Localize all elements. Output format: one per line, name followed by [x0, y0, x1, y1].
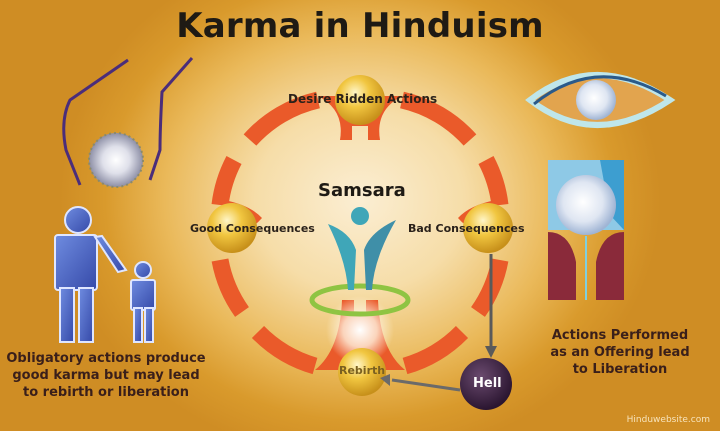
watermark: Hinduwebsite.com — [626, 415, 710, 425]
arrow-to-hell-icon — [485, 254, 497, 358]
orb-bottom — [338, 348, 386, 396]
page-title: Karma in Hinduism — [176, 6, 544, 46]
human-figure-icon — [309, 207, 411, 317]
caption-obligatory-actions: Obligatory actions produce good karma bu… — [6, 351, 206, 400]
arrow-to-rebirth-icon — [380, 374, 461, 392]
orb-top — [335, 75, 385, 125]
node-desire-ridden-actions: Desire Ridden Actions — [288, 92, 438, 106]
eye-icon — [525, 72, 676, 128]
hands-offering-icon — [62, 57, 194, 186]
caption-offering-actions: Actions Performed as an Offering lead to… — [550, 328, 690, 377]
liberation-hands-icon — [548, 160, 624, 300]
center-label-samsara: Samsara — [318, 180, 406, 201]
parent-child-icon — [54, 206, 156, 343]
node-hell: Hell — [473, 376, 502, 391]
radiant-sun-icon — [88, 132, 144, 188]
node-rebirth: Rebirth — [339, 364, 386, 377]
orb-left — [207, 203, 257, 253]
samsara-ring — [211, 91, 509, 375]
node-good-consequences: Good Consequences — [190, 222, 315, 235]
orb-hell — [460, 358, 512, 410]
node-bad-consequences: Bad Consequences — [408, 222, 525, 235]
orb-right — [463, 203, 513, 253]
